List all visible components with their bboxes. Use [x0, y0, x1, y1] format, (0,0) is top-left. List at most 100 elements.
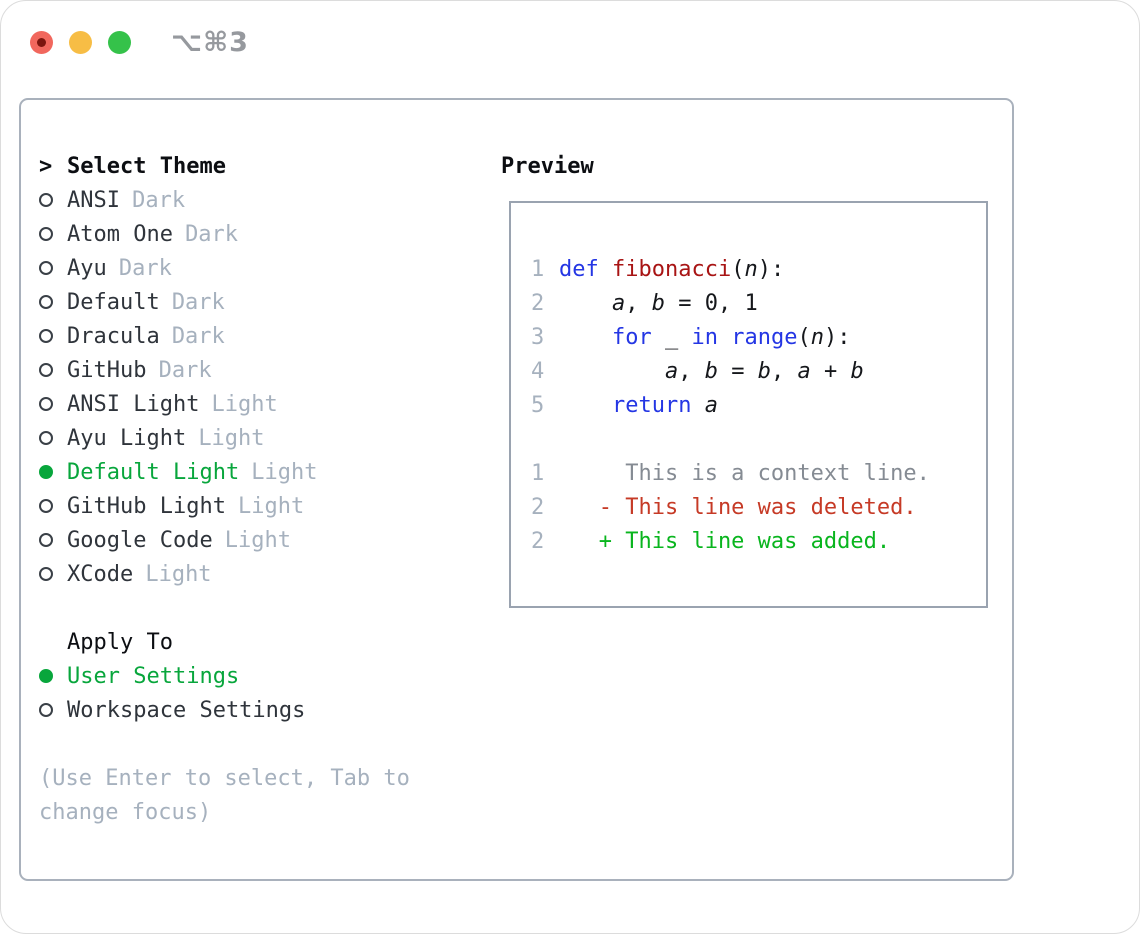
theme-name: ANSI	[67, 187, 120, 213]
radio-marker	[39, 295, 67, 309]
radio-marker	[39, 431, 67, 445]
line-content: a, b = 0, 1	[559, 291, 758, 316]
code-segment: +	[810, 358, 851, 384]
theme-name: ANSI Light	[67, 391, 200, 417]
radio-unselected-icon	[39, 227, 53, 241]
minimize-button[interactable]	[69, 31, 92, 54]
diff-line: 1 This is a context line.	[531, 456, 986, 490]
radio-marker	[39, 193, 67, 207]
radio-marker	[39, 329, 67, 343]
radio-unselected-icon	[39, 193, 53, 207]
theme-option[interactable]: ANSI Light Light	[39, 387, 410, 421]
code-segment: b	[704, 358, 718, 384]
code-segment: a	[704, 392, 718, 418]
code-segment: ):	[757, 256, 785, 282]
radio-unselected-icon	[39, 261, 53, 275]
theme-name: XCode	[67, 561, 134, 587]
code-segment: - This line was deleted.	[559, 494, 917, 520]
line-content: - This line was deleted.	[559, 495, 917, 520]
diff-line: 2 - This line was deleted.	[531, 490, 986, 524]
theme-option[interactable]: Atom One Dark	[39, 217, 410, 251]
theme-name: Atom One	[67, 221, 173, 247]
radio-marker	[39, 669, 67, 683]
line-content: return a	[559, 393, 718, 418]
line-content: for _ in range(n):	[559, 325, 850, 350]
radio-selected-icon	[39, 465, 53, 479]
window-title: ⌥⌘3	[171, 27, 249, 58]
code-segment: This is a context line.	[559, 460, 930, 486]
apply-to-title: Apply To	[67, 629, 173, 655]
radio-unselected-icon	[39, 295, 53, 309]
code-segment: (	[797, 324, 811, 350]
code-segment	[559, 359, 665, 384]
radio-unselected-icon	[39, 397, 53, 411]
code-segment: ,	[625, 290, 652, 316]
theme-name: Default Light	[67, 459, 240, 485]
code-segment: a	[797, 358, 811, 384]
diff-line: 2 + This line was added.	[531, 524, 986, 558]
apply-to-header: Apply To	[39, 625, 410, 659]
theme-name: Dracula	[67, 323, 160, 349]
hint-line-1: (Use Enter to select, Tab to	[39, 765, 410, 791]
code-line: 5 return a	[531, 388, 986, 422]
radio-unselected-icon	[39, 703, 53, 717]
radio-marker	[39, 363, 67, 377]
radio-unselected-icon	[39, 363, 53, 377]
line-number: 2	[531, 494, 545, 520]
code-segment: for	[611, 324, 652, 350]
titlebar: ⌥⌘3	[30, 27, 249, 58]
theme-option[interactable]: Google Code Light	[39, 523, 410, 557]
theme-name: Ayu	[67, 255, 107, 281]
radio-unselected-icon	[39, 567, 53, 581]
code-segment: n	[810, 324, 824, 350]
radio-marker	[39, 261, 67, 275]
code-segment: return	[611, 392, 692, 418]
theme-name: Default	[67, 289, 160, 315]
code-segment	[559, 325, 612, 350]
code-segment: ):	[823, 324, 851, 350]
theme-variant: Light	[251, 459, 318, 485]
apply-option-label: Workspace Settings	[67, 697, 306, 723]
theme-name: Google Code	[67, 527, 213, 553]
diff-preview: 1 This is a context line.2 - This line w…	[531, 456, 986, 558]
code-segment	[718, 325, 731, 350]
theme-list-title: Select Theme	[67, 153, 226, 179]
line-number: 2	[531, 528, 545, 554]
code-segment: a	[611, 290, 626, 316]
line-content: a, b = b, a + b	[559, 359, 864, 384]
radio-unselected-icon	[39, 329, 53, 343]
code-line: 3 for _ in range(n):	[531, 320, 986, 354]
line-number: 3	[531, 324, 545, 350]
radio-unselected-icon	[39, 499, 53, 513]
code-segment: in	[691, 324, 718, 350]
maximize-button[interactable]	[108, 31, 131, 54]
apply-option[interactable]: Workspace Settings	[39, 693, 410, 727]
spacer	[39, 727, 410, 761]
code-segment	[559, 291, 612, 316]
theme-variant: Dark	[185, 221, 239, 247]
code-line: 2 a, b = 0, 1	[531, 286, 986, 320]
theme-option[interactable]: Default Light Light	[39, 455, 410, 489]
code-segment: (	[731, 256, 745, 282]
line-number: 1	[531, 256, 545, 282]
radio-marker	[39, 533, 67, 547]
apply-option[interactable]: User Settings	[39, 659, 410, 693]
theme-variant: Light	[211, 391, 278, 417]
close-button[interactable]	[30, 31, 53, 54]
line-content: This is a context line.	[559, 461, 930, 486]
theme-variant: Light	[224, 527, 292, 553]
